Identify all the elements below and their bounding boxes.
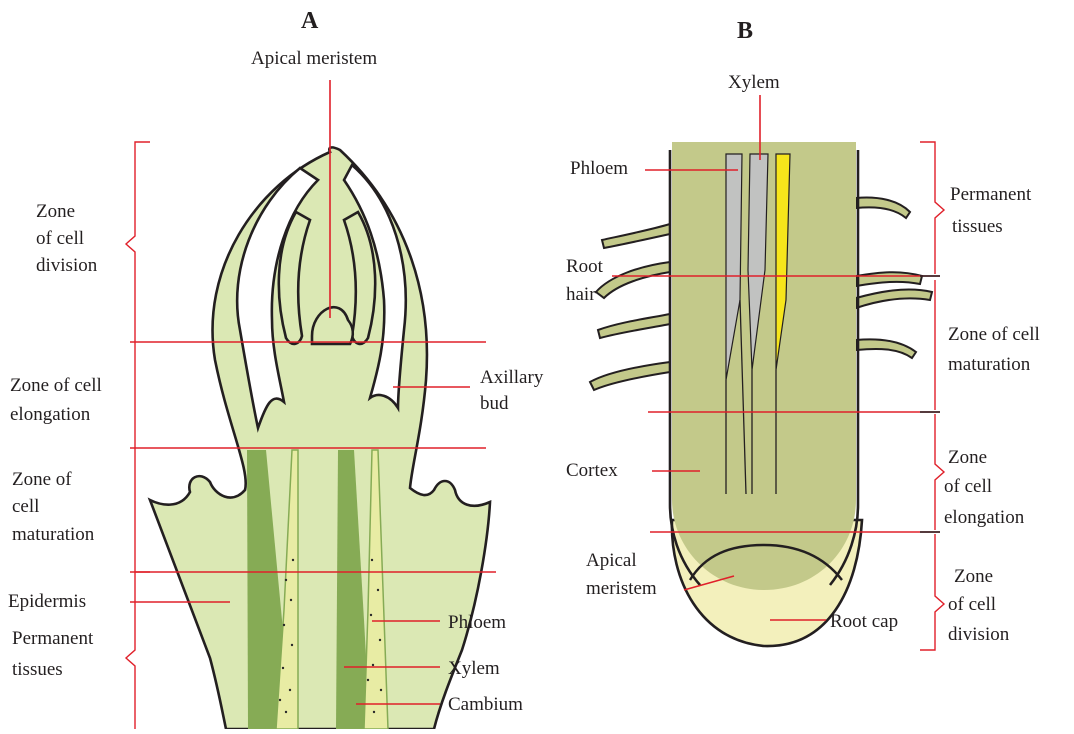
label-zone-elongation-a-2: elongation [10, 404, 91, 425]
label-zone-maturation-a-3: maturation [12, 524, 95, 545]
label-zone-division-a-2: of cell [36, 228, 84, 249]
label-maturation-b-1: Zone of cell [948, 324, 1040, 345]
label-permanent-a-1: Permanent [12, 628, 94, 649]
shoot-body [150, 147, 490, 729]
label-cambium: Cambium [448, 694, 523, 715]
label-xylem-b: Xylem [728, 72, 780, 93]
label-zone-elongation-a-1: Zone of cell [10, 375, 102, 396]
label-division-b-2: of cell [948, 594, 996, 615]
label-division-b-3: division [948, 624, 1010, 645]
label-zone-division-a-3: division [36, 255, 98, 276]
label-division-b-1: Zone [954, 566, 993, 587]
label-elongation-b-2: of cell [944, 476, 992, 497]
root-hair [856, 198, 910, 218]
label-zone-maturation-a-1: Zone of [12, 469, 72, 490]
label-permanent-a-2: tissues [12, 659, 63, 680]
label-apical-meristem-a: Apical meristem [251, 48, 377, 69]
label-apical-b-1: Apical [586, 550, 637, 571]
root-apex-figure [590, 142, 932, 646]
root-hair [856, 272, 922, 286]
root-hair [602, 224, 670, 248]
root-hair [856, 290, 932, 308]
panel-a-title: A [301, 8, 319, 34]
label-epidermis: Epidermis [8, 591, 86, 612]
label-root-hair-1: Root [566, 256, 604, 277]
label-permanent-b-1: Permanent [950, 184, 1032, 205]
panel-b-title: B [737, 18, 753, 44]
label-axillary-2: bud [480, 393, 509, 414]
label-elongation-b-1: Zone [948, 447, 987, 468]
root-hair [856, 339, 916, 358]
label-apical-b-2: meristem [586, 578, 657, 599]
label-root-hair-2: hair [566, 284, 596, 305]
label-xylem-a: Xylem [448, 658, 500, 679]
label-phloem-b: Phloem [570, 158, 628, 179]
label-root-cap: Root cap [830, 611, 898, 632]
label-cortex: Cortex [566, 460, 618, 481]
shoot-apex-figure [150, 147, 490, 729]
root-hair [596, 262, 670, 298]
label-zone-division-a-1: Zone [36, 201, 75, 222]
label-phloem-a: Phloem [448, 612, 506, 633]
label-permanent-b-2: tissues [952, 216, 1003, 237]
root-hair [590, 362, 670, 390]
label-zone-maturation-a-2: cell [12, 496, 39, 517]
label-axillary-1: Axillary [480, 367, 544, 388]
root-hair [598, 314, 670, 338]
label-elongation-b-3: elongation [944, 507, 1025, 528]
label-maturation-b-2: maturation [948, 354, 1031, 375]
